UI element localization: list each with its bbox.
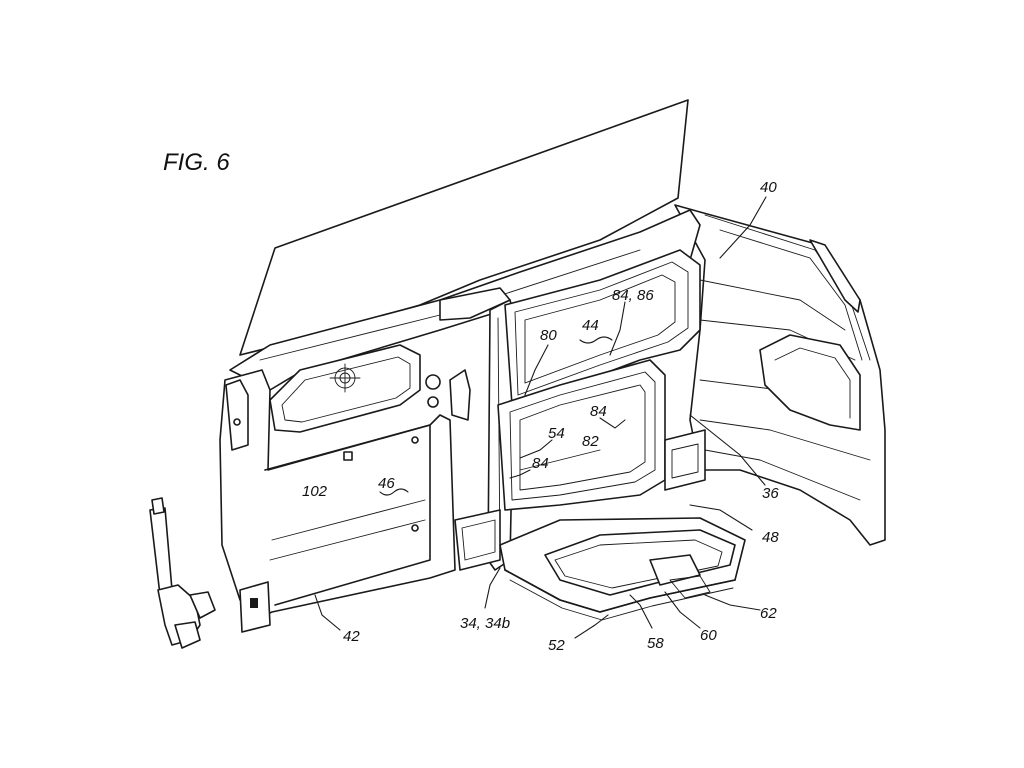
label-84-lower: 84	[532, 455, 549, 472]
label-80: 80	[540, 327, 557, 344]
lower-bin	[497, 359, 706, 511]
label-58: 58	[647, 635, 664, 652]
label-102: 102	[302, 483, 328, 500]
label-48: 48	[762, 529, 779, 546]
label-42: 42	[343, 628, 360, 645]
label-40: 40	[760, 179, 777, 196]
hose-nozzle	[149, 497, 271, 649]
reference-labels: 40 84, 86 80 44 84 54 82 84 102 46 36 48…	[302, 179, 779, 654]
label-34-34b: 34, 34b	[460, 615, 510, 632]
left-wall-panel	[219, 369, 456, 616]
side-window	[269, 344, 471, 433]
label-82: 82	[582, 433, 599, 450]
leader-lines	[314, 196, 767, 639]
label-62: 62	[760, 605, 777, 622]
fold-down-seat	[499, 517, 746, 621]
right-inner-wall	[674, 204, 886, 546]
label-36: 36	[762, 485, 779, 502]
label-60: 60	[700, 627, 717, 644]
label-52: 52	[548, 637, 565, 654]
label-54: 54	[548, 425, 565, 442]
label-84-upper: 84	[590, 403, 607, 420]
label-44: 44	[582, 317, 599, 334]
label-46: 46	[378, 475, 395, 492]
label-84-86: 84, 86	[612, 287, 654, 304]
figure-title: FIG. 6	[163, 149, 230, 176]
